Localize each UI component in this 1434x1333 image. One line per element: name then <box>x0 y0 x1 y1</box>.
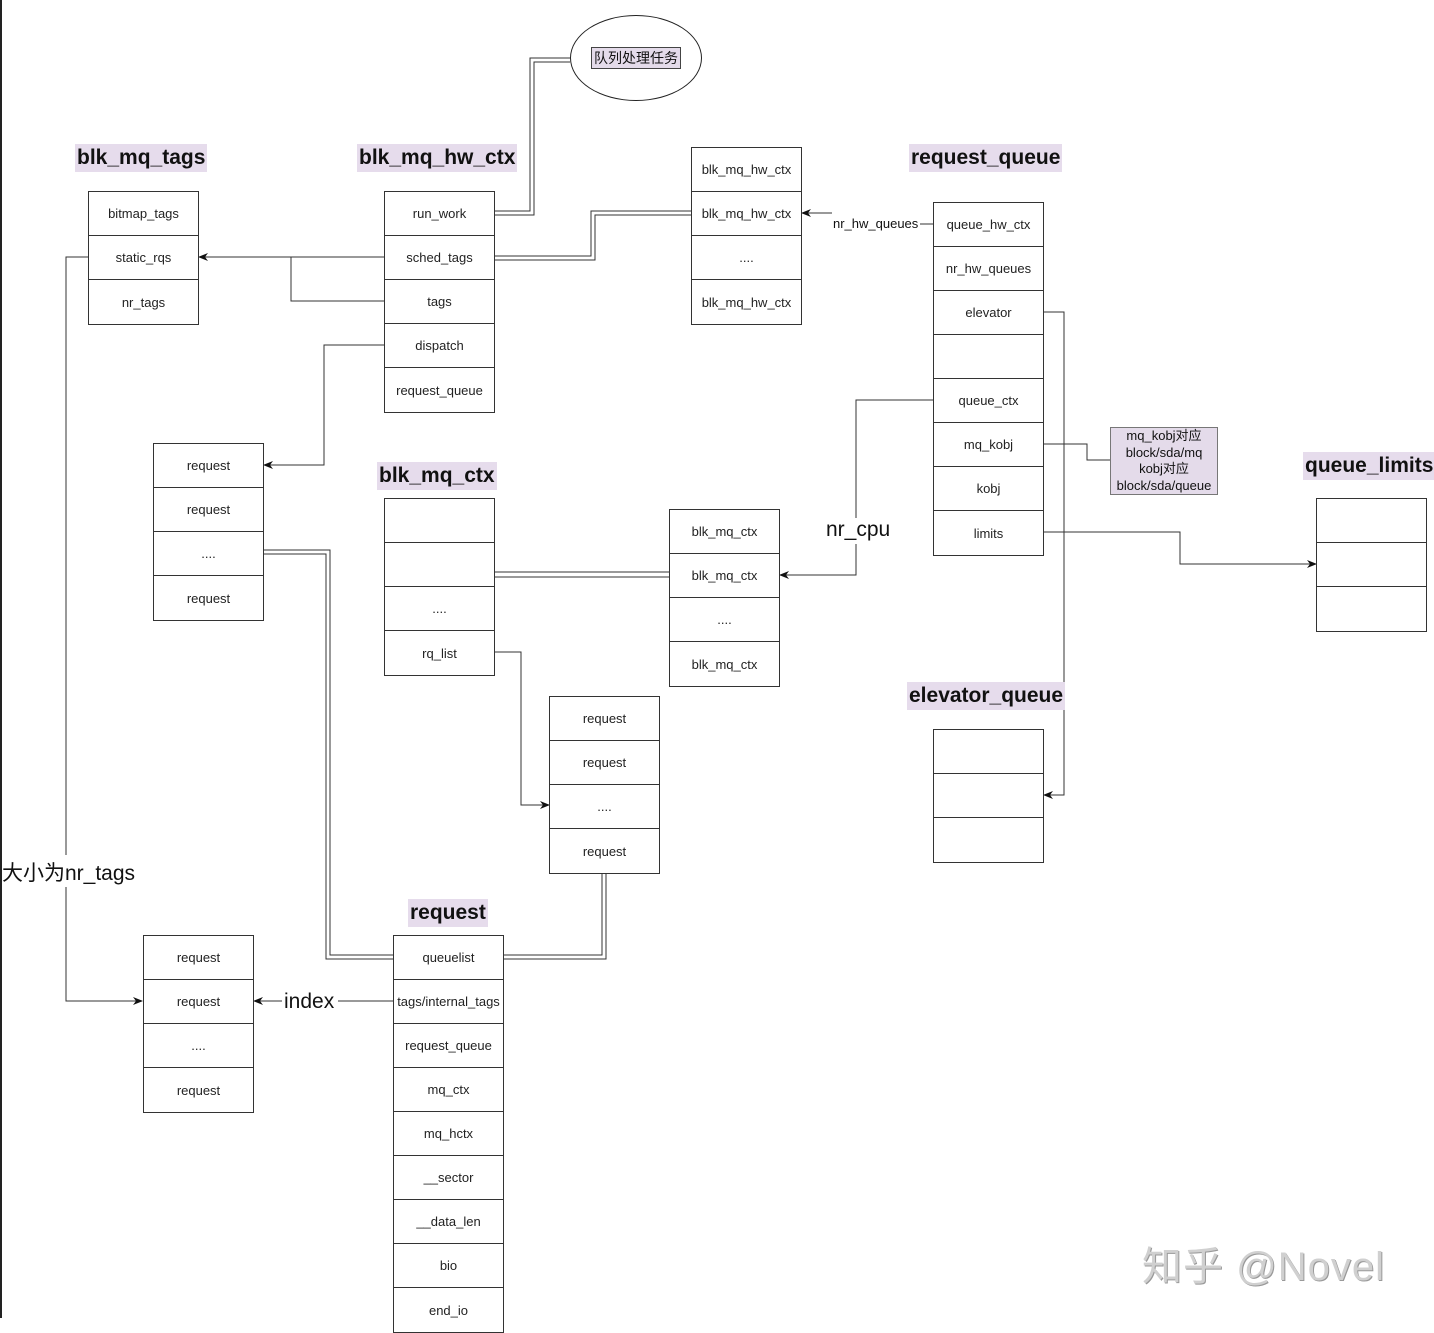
field-empty <box>934 730 1043 774</box>
title-queue-limits: queue_limits <box>1303 452 1434 480</box>
label-index: index <box>284 990 335 1014</box>
field-bitmap-tags: bitmap_tags <box>89 192 198 236</box>
field-rq-list: rq_list <box>422 645 457 661</box>
array-item: blk_mq_hw_ctx <box>701 294 792 310</box>
field-tags: tags <box>385 280 494 324</box>
field-empty <box>934 335 1043 379</box>
list-item: request <box>550 697 659 741</box>
field-empty <box>385 499 494 543</box>
field-mq-ctx: mq_ctx <box>394 1068 503 1112</box>
list-item: request <box>550 741 659 785</box>
field-request-queue: request_queue <box>396 382 483 398</box>
list-item: request <box>154 444 263 488</box>
field-queue-hw-ctx: queue_hw_ctx <box>934 203 1043 247</box>
title-blk-mq-hw-ctx: blk_mq_hw_ctx <box>357 144 518 172</box>
watermark: 知乎 @Novel <box>1142 1245 1385 1289</box>
title-elevator-queue: elevator_queue <box>907 682 1066 710</box>
array-item: request <box>176 1082 221 1098</box>
array-item: blk_mq_ctx <box>691 656 758 672</box>
queue-task-ellipse: 队列处理任务 <box>570 15 702 101</box>
struct-request: queuelist tags/internal_tags request_que… <box>393 935 504 1333</box>
field-tags-internal-tags: tags/internal_tags <box>394 980 503 1024</box>
array-item: .... <box>692 236 801 280</box>
struct-static-rqs-array: request request .... request <box>143 935 254 1113</box>
field-nr-hw-queues: nr_hw_queues <box>934 247 1043 291</box>
ellipse-text: 队列处理任务 <box>591 47 681 69</box>
struct-blk-mq-hw-ctx: run_work sched_tags tags dispatch reques… <box>384 191 495 413</box>
field-run-work: run_work <box>385 192 494 236</box>
note-line: block/sda/queue <box>1116 477 1212 493</box>
list-item: .... <box>550 785 659 829</box>
list-item: .... <box>154 532 263 576</box>
list-item: request <box>154 488 263 532</box>
list-item: request <box>582 843 627 859</box>
array-item: .... <box>670 598 779 642</box>
field-request-queue: request_queue <box>394 1024 503 1068</box>
field-bio: bio <box>394 1244 503 1288</box>
array-item: blk_mq_ctx <box>670 554 779 598</box>
left-border <box>0 0 2 1318</box>
kobj-note: mq_kobj对应 block/sda/mq kobj对应 block/sda/… <box>1110 427 1218 495</box>
field-mq-hctx: mq_hctx <box>394 1112 503 1156</box>
field-end-io: end_io <box>428 1302 469 1318</box>
field-dispatch: dispatch <box>385 324 494 368</box>
label-size-nr-tags: 大小为nr_tags <box>2 857 136 887</box>
field-limits: limits <box>973 525 1004 541</box>
title-blk-mq-ctx: blk_mq_ctx <box>377 462 497 490</box>
array-item: blk_mq_ctx <box>670 510 779 554</box>
field-static-rqs: static_rqs <box>89 236 198 280</box>
array-item: request <box>144 936 253 980</box>
struct-ctx-array: blk_mq_ctx blk_mq_ctx .... blk_mq_ctx <box>669 509 780 687</box>
array-item: request <box>144 980 253 1024</box>
array-item: .... <box>144 1024 253 1068</box>
field-empty <box>934 818 1043 862</box>
field-kobj: kobj <box>934 467 1043 511</box>
field-ellipsis: .... <box>385 587 494 631</box>
field-empty <box>1317 499 1426 543</box>
struct-rq-list-requests: request request .... request <box>549 696 660 874</box>
field-elevator: elevator <box>934 291 1043 335</box>
field-mq-kobj: mq_kobj <box>934 423 1043 467</box>
struct-elevator-queue <box>933 729 1044 863</box>
label-nr-hw-queues: nr_hw_queues <box>833 216 919 231</box>
list-item: request <box>186 590 231 606</box>
field-nr-tags: nr_tags <box>121 294 166 310</box>
field-data-len: __data_len <box>394 1200 503 1244</box>
struct-request-queue: queue_hw_ctx nr_hw_queues elevator queue… <box>933 202 1044 556</box>
field-sector: __sector <box>394 1156 503 1200</box>
note-line: mq_kobj对应 <box>1126 428 1202 443</box>
struct-queue-limits <box>1316 498 1427 632</box>
field-empty <box>1317 587 1426 631</box>
struct-dispatch-list: request request .... request <box>153 443 264 621</box>
title-blk-mq-tags: blk_mq_tags <box>75 144 208 172</box>
title-request: request <box>408 899 488 927</box>
field-empty <box>934 774 1043 818</box>
struct-hw-ctx-array: blk_mq_hw_ctx blk_mq_hw_ctx .... blk_mq_… <box>691 147 802 325</box>
field-empty <box>385 543 494 587</box>
field-queuelist: queuelist <box>394 936 503 980</box>
label-nr-cpu: nr_cpu <box>826 518 891 542</box>
struct-blk-mq-tags: bitmap_tags static_rqs nr_tags <box>88 191 199 325</box>
array-item: blk_mq_hw_ctx <box>692 192 801 236</box>
note-line: kobj对应 <box>1139 461 1189 476</box>
struct-blk-mq-ctx: .... rq_list <box>384 498 495 676</box>
field-empty <box>1317 543 1426 587</box>
field-sched-tags: sched_tags <box>385 236 494 280</box>
note-line: block/sda/mq <box>1125 444 1203 460</box>
array-item: blk_mq_hw_ctx <box>692 148 801 192</box>
title-request-queue: request_queue <box>909 144 1063 172</box>
field-queue-ctx: queue_ctx <box>934 379 1043 423</box>
